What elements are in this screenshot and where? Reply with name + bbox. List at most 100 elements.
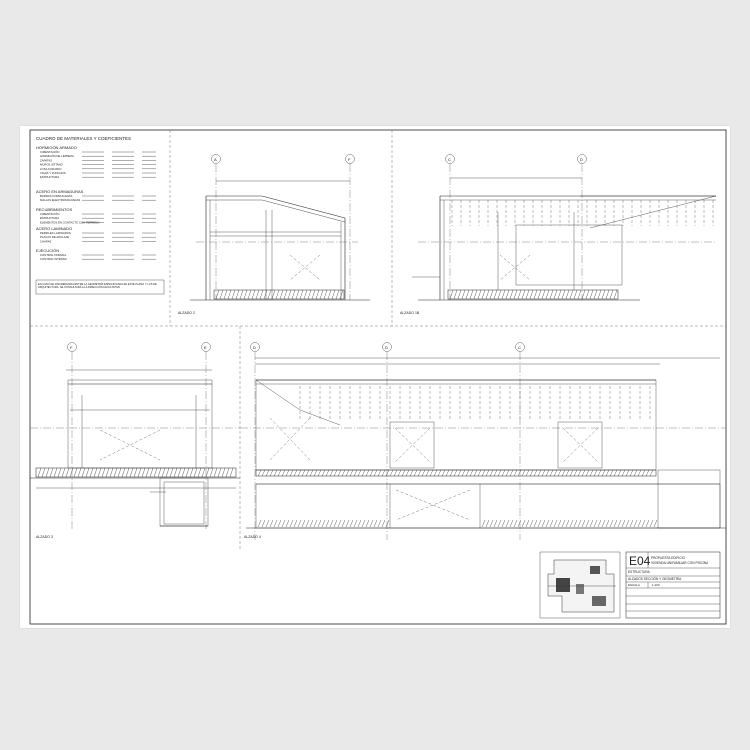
slab-hatch [505,519,510,528]
opening-cross [562,427,599,463]
slab-hatch [357,469,362,477]
slab-hatch [319,289,324,300]
slab-hatch [85,467,90,478]
slab-hatch [305,519,310,528]
slab-hatch [469,469,474,477]
project-line: VIVIENDA UNIFAMILIAR CON PISCINA [651,561,709,565]
slab-hatch [337,469,342,477]
slab-hatch [593,289,598,300]
slab-hatch [305,469,310,477]
slab-hatch [473,469,478,477]
slab-hatch [327,289,332,300]
slab-hatch [553,469,558,477]
materials-row: CIMENTACIÓN [40,149,59,154]
opening-cross [499,254,531,281]
pit [159,477,209,527]
opening-cross [499,254,531,281]
slab-hatch [509,289,514,300]
slab-hatch [581,519,586,528]
slab-hatch [485,519,490,528]
slab-hatch [117,467,122,478]
slab-hatch [317,469,322,477]
key-plan-mark [556,578,570,592]
slab-hatch [401,469,406,477]
slab-hatch [217,467,222,478]
slab-hatch [429,469,434,477]
elevation-outline [67,379,213,469]
key-plan-frame [539,551,621,619]
slab-hatch [453,289,458,300]
slab-hatch [339,289,344,300]
slab-hatch [271,289,276,300]
opening-cross [289,254,321,281]
slab-hatch [609,469,614,477]
slab-hatch [589,289,594,300]
elevation-bottom-left [30,342,240,530]
slab-hatch [533,519,538,528]
cantilever [580,195,717,229]
materials-row: LOSA FORJADO [40,167,62,171]
slab-hatch [373,469,378,477]
slab-hatch [145,467,150,478]
slab-hatch [529,289,534,300]
slab-hatch [329,519,334,528]
slab-hatch [89,467,94,478]
slab-hatch [525,519,530,528]
slab-hatch [525,469,530,477]
slab-hatch [481,469,486,477]
slab-hatch [569,519,574,528]
slab-hatch [549,469,554,477]
slab-hatch [449,469,454,477]
slab-hatch [265,519,270,528]
axis-bubble [577,154,587,164]
slab-hatch [533,469,538,477]
slab-hatch [517,469,522,477]
slab-hatch [641,519,646,528]
slab-hatch [605,289,610,300]
elevation-outline [255,379,657,471]
slab-hatch [251,289,256,300]
slab-hatch [581,289,586,300]
slab-hatch [565,519,570,528]
slab-hatch [617,519,622,528]
slab-hatch [129,467,134,478]
slab-hatch [205,467,210,478]
slab-hatch [645,519,650,528]
slab-hatch [629,469,634,477]
slab-hatch [261,519,266,528]
slab-hatch [493,289,498,300]
materials-note: EN CASO DE DISCREPANCIA ENTRE LA GEOMETR… [38,283,157,290]
slab-hatch [433,469,438,477]
slab-hatch [97,467,102,478]
slab-hatch [255,289,260,300]
slab-hatch [637,469,642,477]
axis-label: C [518,345,521,350]
slab-hatch [609,519,614,528]
sloped-member [255,379,341,426]
slab-hatch [493,519,498,528]
slab-hatch [593,519,598,528]
slab-hatch [377,519,382,528]
slab-hatch [317,519,322,528]
slab-hatch [621,519,626,528]
slab-hatch [309,519,314,528]
opening-cross [269,417,311,461]
slab-hatch [101,467,106,478]
slab-hatch [561,289,566,300]
slab-hatch [93,467,98,478]
materials-section-heading: EJECUCIÓN [36,248,60,253]
slab-hatch [365,469,370,477]
slab-hatch [269,519,274,528]
slab-hatch [613,289,618,300]
slab-hatch [377,469,382,477]
materials-row: HORMIGÓN DE LIMPIEZA [40,153,74,158]
slab-hatch [41,467,46,478]
sloped-roof [206,199,346,223]
materials-section-heading: HORMIGÓN ARMADO [36,145,77,150]
opening-cross [99,429,161,461]
slab-hatch [585,289,590,300]
opening [557,421,603,469]
slab-hatch [593,469,598,477]
slab-hatch [235,289,240,300]
